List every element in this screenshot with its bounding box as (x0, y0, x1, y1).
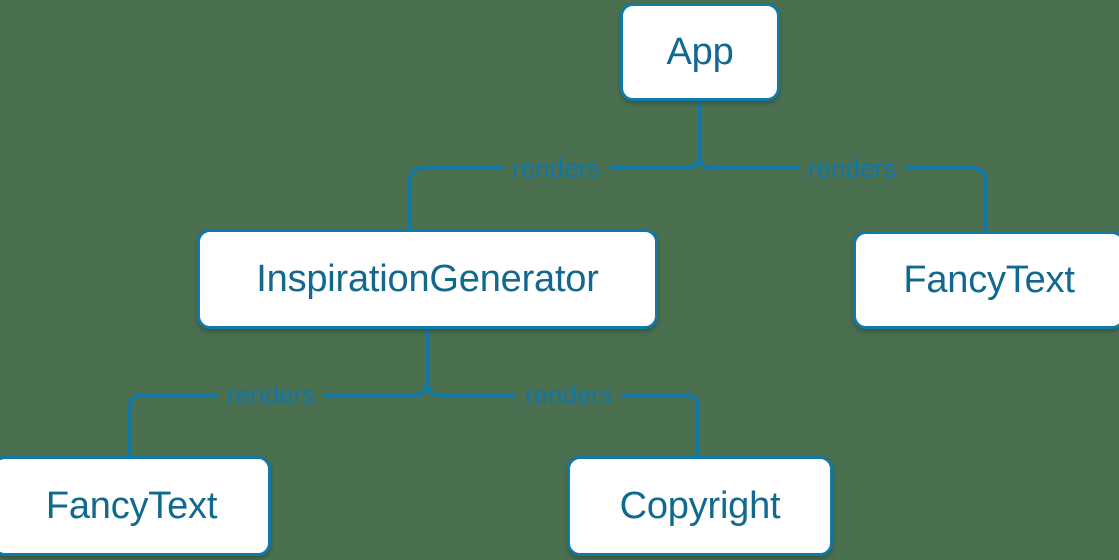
node-inspiration-generator-label: InspirationGenerator (256, 258, 599, 300)
node-fancytext-right[interactable]: FancyText (853, 231, 1119, 329)
node-app[interactable]: App (620, 3, 780, 101)
edge-app-to-fancytext-right (697, 154, 987, 231)
edge-label-app-to-inspiration-generator: renders (502, 155, 610, 181)
node-inspiration-generator[interactable]: InspirationGenerator (197, 229, 658, 329)
edge-inspiration-to-fancytext-left (128, 381, 429, 456)
edge-label-app-to-fancytext-right: renders (798, 155, 906, 181)
edge-label-inspiration-to-fancytext-left: renders (217, 382, 325, 408)
node-fancytext-left-label: FancyText (45, 485, 218, 527)
node-copyright[interactable]: Copyright (567, 456, 833, 556)
edge-inspiration-to-copyright (425, 381, 700, 456)
edge-app-to-inspiration-generator (408, 154, 701, 229)
node-copyright-label: Copyright (619, 485, 781, 527)
node-fancytext-right-label: FancyText (903, 259, 1075, 301)
node-app-label: App (666, 31, 734, 73)
edge-label-inspiration-to-copyright: renders (515, 382, 623, 408)
node-fancytext-left[interactable]: FancyText (0, 456, 271, 556)
